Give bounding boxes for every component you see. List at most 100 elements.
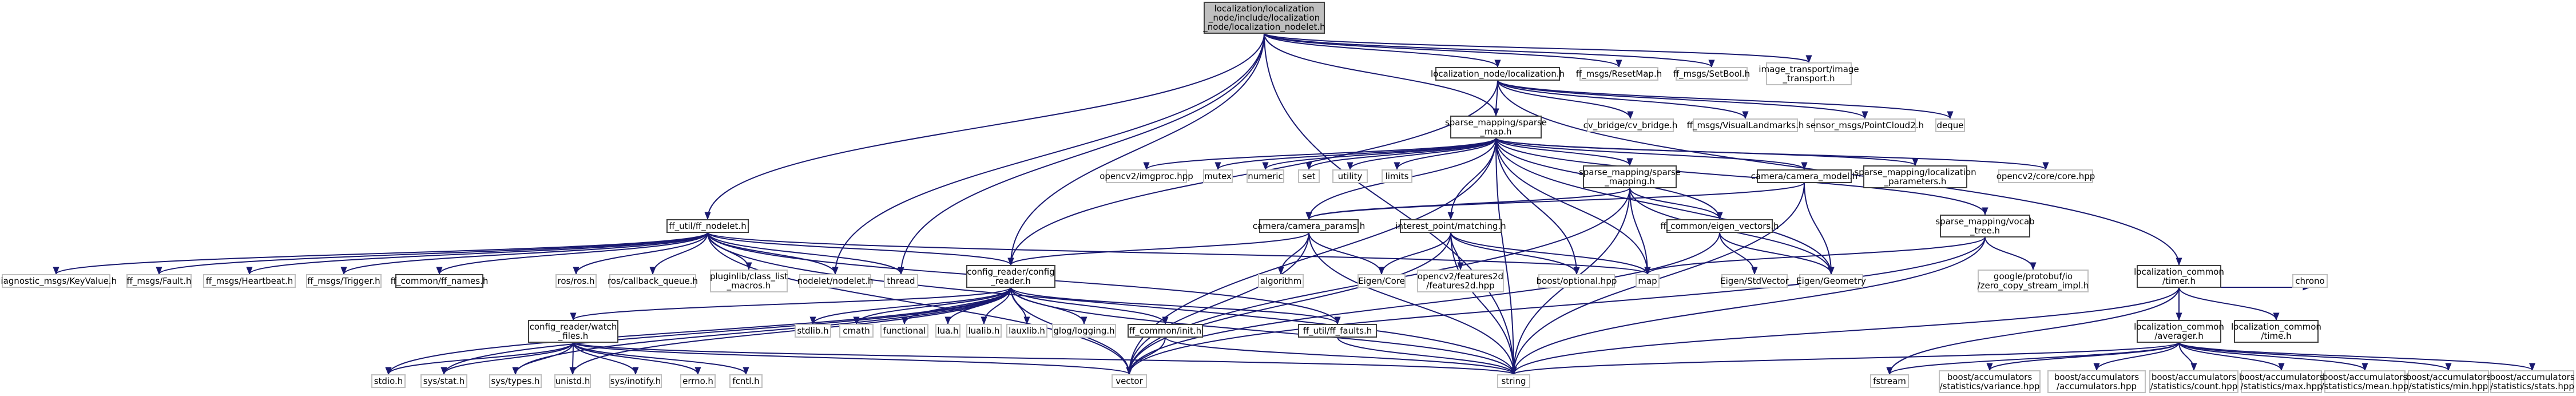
node-box bbox=[2408, 370, 2489, 393]
node-loc-timer[interactable]: localization_common/timer.h bbox=[2134, 265, 2224, 288]
node-box bbox=[795, 324, 831, 338]
edge-sparse_map-to-set bbox=[1305, 137, 1497, 171]
edge-loc_node-to-cv_bridge bbox=[1497, 80, 1634, 120]
edge-loc_timer-to-loc_time bbox=[2178, 287, 2280, 321]
node-box bbox=[554, 374, 591, 388]
edge-ff_init-to-string bbox=[1165, 336, 1517, 375]
edge-interest_point-to-string bbox=[1450, 232, 1517, 375]
node-label: vector bbox=[1116, 376, 1143, 386]
node-label: localization_node/localization.h bbox=[1431, 69, 1565, 80]
edge-watch_files-to-stdio bbox=[385, 342, 574, 375]
node-deque: deque bbox=[1935, 118, 1965, 132]
edge-camera_params-to-algorithm bbox=[1277, 232, 1309, 275]
node-box bbox=[1112, 374, 1147, 388]
node-box bbox=[306, 274, 382, 288]
edge-config_reader-to-ff_faults bbox=[1010, 287, 1341, 325]
node-loc-time[interactable]: localization_common/time.h bbox=[2231, 320, 2321, 343]
node-acc-count: boost/accumulators/statistics/count.hpp bbox=[2149, 370, 2238, 393]
node-label: glog/logging.h bbox=[1053, 326, 1114, 336]
edge-camera_params-to-config_reader bbox=[1007, 232, 1309, 266]
node-lua: lua.h bbox=[935, 324, 960, 338]
node-averager[interactable]: localization_common/averager.h bbox=[2134, 320, 2224, 343]
node-box bbox=[1940, 215, 2030, 237]
node-label: sparse_mapping/sparse bbox=[1445, 117, 1547, 128]
node-box bbox=[1298, 169, 1320, 183]
edge-ff_nodelet-to-callback_queue bbox=[649, 232, 708, 275]
node-ff-names[interactable]: ff_common/ff_names.h bbox=[391, 274, 489, 288]
node-config-reader[interactable]: config_reader/config_reader.h bbox=[966, 265, 1055, 288]
node-box bbox=[1766, 62, 1852, 85]
node-label: config_reader/config bbox=[967, 267, 1055, 278]
edge-sparse_mapping_h-to-eigen_vectors bbox=[1629, 187, 1723, 220]
node-label: ff_util/ff_nodelet.h bbox=[669, 221, 746, 232]
edge-camera_params-to-vector bbox=[1126, 232, 1309, 375]
edge-sparse_map-to-limits bbox=[1394, 137, 1497, 171]
edge-eigen_vectors-to-eigen_geometry bbox=[1719, 232, 1835, 275]
edge-interest_point-to-boost_optional bbox=[1450, 232, 1580, 275]
node-box bbox=[1863, 165, 1967, 188]
node-watch-files[interactable]: config_reader/watch_files.h bbox=[528, 320, 618, 343]
node-camera-model[interactable]: camera/camera_model.h bbox=[1751, 169, 1858, 183]
edge-root-to-sparse_map bbox=[1264, 33, 1499, 117]
node-label: ff_util/ff_faults.h bbox=[1303, 326, 1372, 336]
node-box bbox=[1676, 67, 1748, 81]
edge-watch_files-to-sys_types bbox=[512, 342, 574, 375]
node-label: utility bbox=[1338, 171, 1363, 181]
node-label: /averager.h bbox=[2154, 331, 2204, 341]
node-box bbox=[1978, 270, 2089, 292]
node-box bbox=[1579, 67, 1658, 81]
node-ff-faults[interactable]: ff_util/ff_faults.h bbox=[1298, 324, 1377, 338]
node-label: functional bbox=[883, 326, 926, 336]
node-ff-nodelet[interactable]: ff_util/ff_nodelet.h bbox=[666, 219, 749, 233]
node-label: pluginlib/class_list bbox=[710, 271, 788, 282]
node-camera-params[interactable]: camera/camera_params.h bbox=[1253, 219, 1366, 233]
edge-averager-to-accumulators bbox=[2093, 342, 2180, 371]
node-sparse-map[interactable]: sparse_mapping/sparse_map.h bbox=[1445, 116, 1547, 138]
edge-watch_files-to-string bbox=[573, 342, 1517, 375]
node-label: /accumulators.hpp bbox=[2057, 381, 2137, 391]
node-box bbox=[609, 274, 696, 288]
edge-vocab_tree-to-vector bbox=[1126, 236, 1986, 375]
node-box bbox=[1935, 118, 1965, 132]
edge-sparse_mapping_h-to-map bbox=[1629, 187, 1651, 275]
node-loc-params[interactable]: sparse_mapping/localization_parameters.h bbox=[1854, 165, 1976, 188]
node-box bbox=[555, 274, 597, 288]
node-acc-min: boost/accumulators/statistics/min.hpp bbox=[2406, 370, 2491, 393]
node-mutex: mutex bbox=[1203, 169, 1233, 183]
edge-camera_params-to-string bbox=[1308, 232, 1517, 375]
node-label: lua.h bbox=[937, 326, 958, 336]
node-box bbox=[2292, 274, 2328, 288]
edge-ff_nodelet-to-ff_fault bbox=[156, 232, 708, 275]
node-loc-node[interactable]: localization_node/localization.h bbox=[1431, 67, 1565, 81]
edge-ff_nodelet-to-map bbox=[707, 232, 1651, 275]
edge-interest_point-to-map bbox=[1450, 232, 1651, 275]
node-box bbox=[1693, 118, 1798, 132]
node-label: deque bbox=[1936, 120, 1963, 130]
node-interest-point[interactable]: interest_point/matching.h bbox=[1395, 219, 1506, 233]
node-label: _reader.h bbox=[990, 276, 1031, 287]
node-box bbox=[1497, 374, 1530, 388]
node-label: /statistics/max.hpp bbox=[2241, 381, 2323, 391]
node-eigen-geometry: Eigen/Geometry bbox=[1796, 274, 1866, 288]
node-eigen-vectors[interactable]: ff_common/eigen_vectors.h bbox=[1660, 219, 1779, 233]
node-label: sys/inotify.h bbox=[610, 376, 661, 386]
node-label: boost/accumulators bbox=[2152, 372, 2237, 382]
edge-root-to-image_transport bbox=[1264, 33, 1812, 64]
node-vector: vector bbox=[1112, 374, 1147, 388]
edge-root-to-config_reader bbox=[1007, 33, 1265, 266]
node-root[interactable]: localization/localization_node/include/l… bbox=[1202, 2, 1325, 34]
node-box bbox=[2241, 370, 2322, 393]
node-opencv-features2d: opencv2/features2d/features2d.hpp bbox=[1417, 270, 1504, 292]
node-box bbox=[1417, 270, 1504, 292]
edge-config_reader-to-stdio bbox=[385, 287, 1011, 375]
node-label: /zero_copy_stream_impl.h bbox=[1978, 280, 2089, 291]
node-ff-init[interactable]: ff_common/init.h bbox=[1128, 324, 1203, 338]
edge-sparse_map-to-map bbox=[1495, 137, 1651, 275]
node-box bbox=[395, 274, 483, 288]
node-vocab-tree[interactable]: sparse_mapping/vocab_tree.h bbox=[1935, 215, 2035, 237]
node-label: sensor_msgs/PointCloud2.h bbox=[1806, 120, 1924, 131]
node-sparse-mapping-h[interactable]: sparse_mapping/sparse_mapping.h bbox=[1579, 165, 1681, 188]
edge-ff_nodelet-to-vector bbox=[707, 232, 1133, 375]
node-label: _node/localization_nodelet.h bbox=[1202, 22, 1325, 33]
node-label: ros/ros.h bbox=[558, 276, 595, 286]
